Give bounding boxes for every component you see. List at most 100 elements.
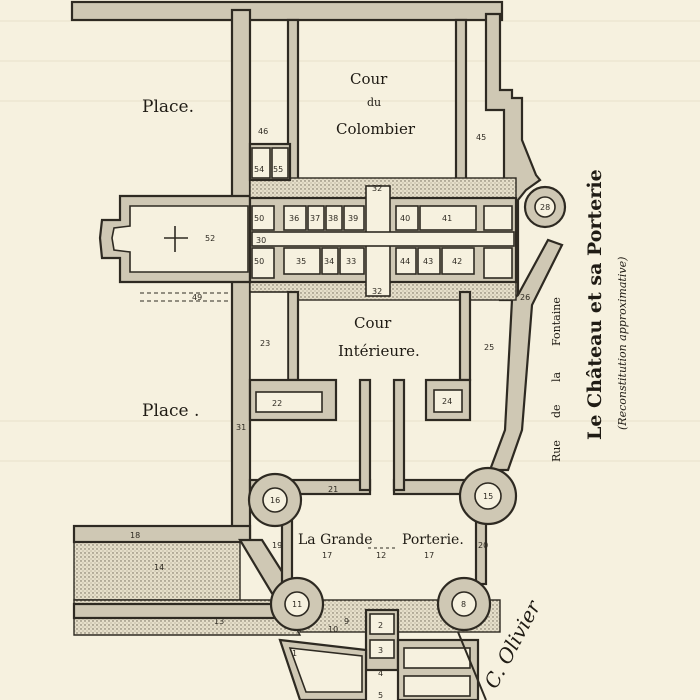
room-num: 36 [289,214,299,223]
room-num: 16 [270,496,280,505]
room-num: 4 [378,669,383,678]
room-num: 39 [348,214,358,223]
room-55 [271,147,289,179]
room-num: 33 [346,257,356,266]
chapel-52-room [111,205,249,273]
room-num: 3 [378,646,383,655]
tower-8-room [451,591,477,617]
label-cour-colombier-2: du [367,96,381,109]
room-num: 44 [400,257,410,266]
east-upper-wall [484,12,542,302]
room-num: 50 [254,257,264,266]
room-east-2 [483,247,513,279]
room-num: 12 [376,551,386,560]
svg-text:de: de [550,404,563,418]
room-num: 55 [273,165,283,174]
label-cour-interieure-2: Intérieure. [338,342,420,360]
room-num: 54 [254,165,264,174]
interior-court-east-wall [458,290,472,382]
room-num: 30 [256,236,266,245]
room-44 [395,247,417,275]
room-54 [251,147,271,179]
wall-18 [72,524,252,544]
room-num: 5 [378,691,383,700]
room-34 [321,247,339,275]
room-33 [339,247,365,275]
label-cour-colombier-3: Colombier [336,120,416,138]
room-39 [343,205,365,231]
room-41 [419,205,477,231]
label-la-grande: La Grande [298,532,373,548]
room-37 [307,205,325,231]
svg-text:Fontaine: Fontaine [550,297,563,346]
tower-16-room [262,487,288,513]
room-23 [249,291,289,385]
room-num: 35 [296,257,306,266]
drawbridge-room-1 [288,647,363,693]
room-num: 37 [310,214,320,223]
passage-east-wall [392,378,406,492]
room-num: 34 [324,257,334,266]
room-num: 22 [272,399,282,408]
room-num: 23 [260,339,270,348]
room-22 [255,391,323,413]
room-num: 8 [461,600,466,609]
subtitle-text: (Reconstitution approximative) [616,257,629,430]
room-num: 31 [236,423,246,432]
tower-11-room [284,591,310,617]
interior-court-west-wall [286,290,300,382]
svg-text:Rue: Rue [550,440,563,462]
gate-room-3 [369,639,395,659]
wall-13-lower [72,602,286,620]
room-num: 46 [258,127,268,136]
label-cour-colombier-1: Cour [350,70,388,88]
room-num: 17 [424,551,434,560]
room-num: 10 [328,625,338,634]
label-place-bottom: Place . [142,401,199,421]
room-num: 17 [322,551,332,560]
room-num: 1 [292,649,297,658]
room-num: 20 [478,541,488,550]
room-num: 43 [423,257,433,266]
room-num: 21 [328,485,338,494]
room-num: 19 [272,541,282,550]
room-num: 11 [292,600,302,609]
room-num: 42 [452,257,462,266]
room-num: 18 [130,531,140,540]
room-num: 52 [205,234,215,243]
room-num: 38 [328,214,338,223]
room-38 [325,205,343,231]
east-diagonal-wall [488,238,564,472]
street-label-rue-de-la-fontaine: Rue de la Fontaine [550,297,563,462]
drawbridge-room-4 [403,647,471,669]
cross-icon [164,226,188,252]
room-num: 49 [192,293,202,302]
room-num: 32 [372,287,382,296]
room-num: 24 [442,397,452,406]
room-42 [441,247,475,275]
bridge-line [457,631,487,700]
room-num: 40 [400,214,410,223]
room-35 [283,247,321,275]
top-wall [70,0,504,22]
colombier-right-wall [454,18,468,182]
room-east-1 [483,205,513,231]
room-num: 26 [520,293,530,302]
room-40 [395,205,419,231]
room-number-labels: 46 45 54 55 52 50 50 36 37 38 39 40 41 3… [130,127,550,700]
tower-28-room [534,196,556,218]
room-num: 25 [484,343,494,352]
tower-15-room [474,482,502,510]
svg-text:la: la [550,371,563,382]
room-24 [433,389,463,413]
drawbridge-room-5 [403,675,471,697]
room-num: 9 [344,617,349,626]
room-num: 50 [254,214,264,223]
room-50a [251,205,275,231]
room-num: 28 [540,203,550,212]
passage-west-wall [358,378,372,492]
room-num: 41 [442,214,452,223]
room-num: 2 [378,621,383,630]
